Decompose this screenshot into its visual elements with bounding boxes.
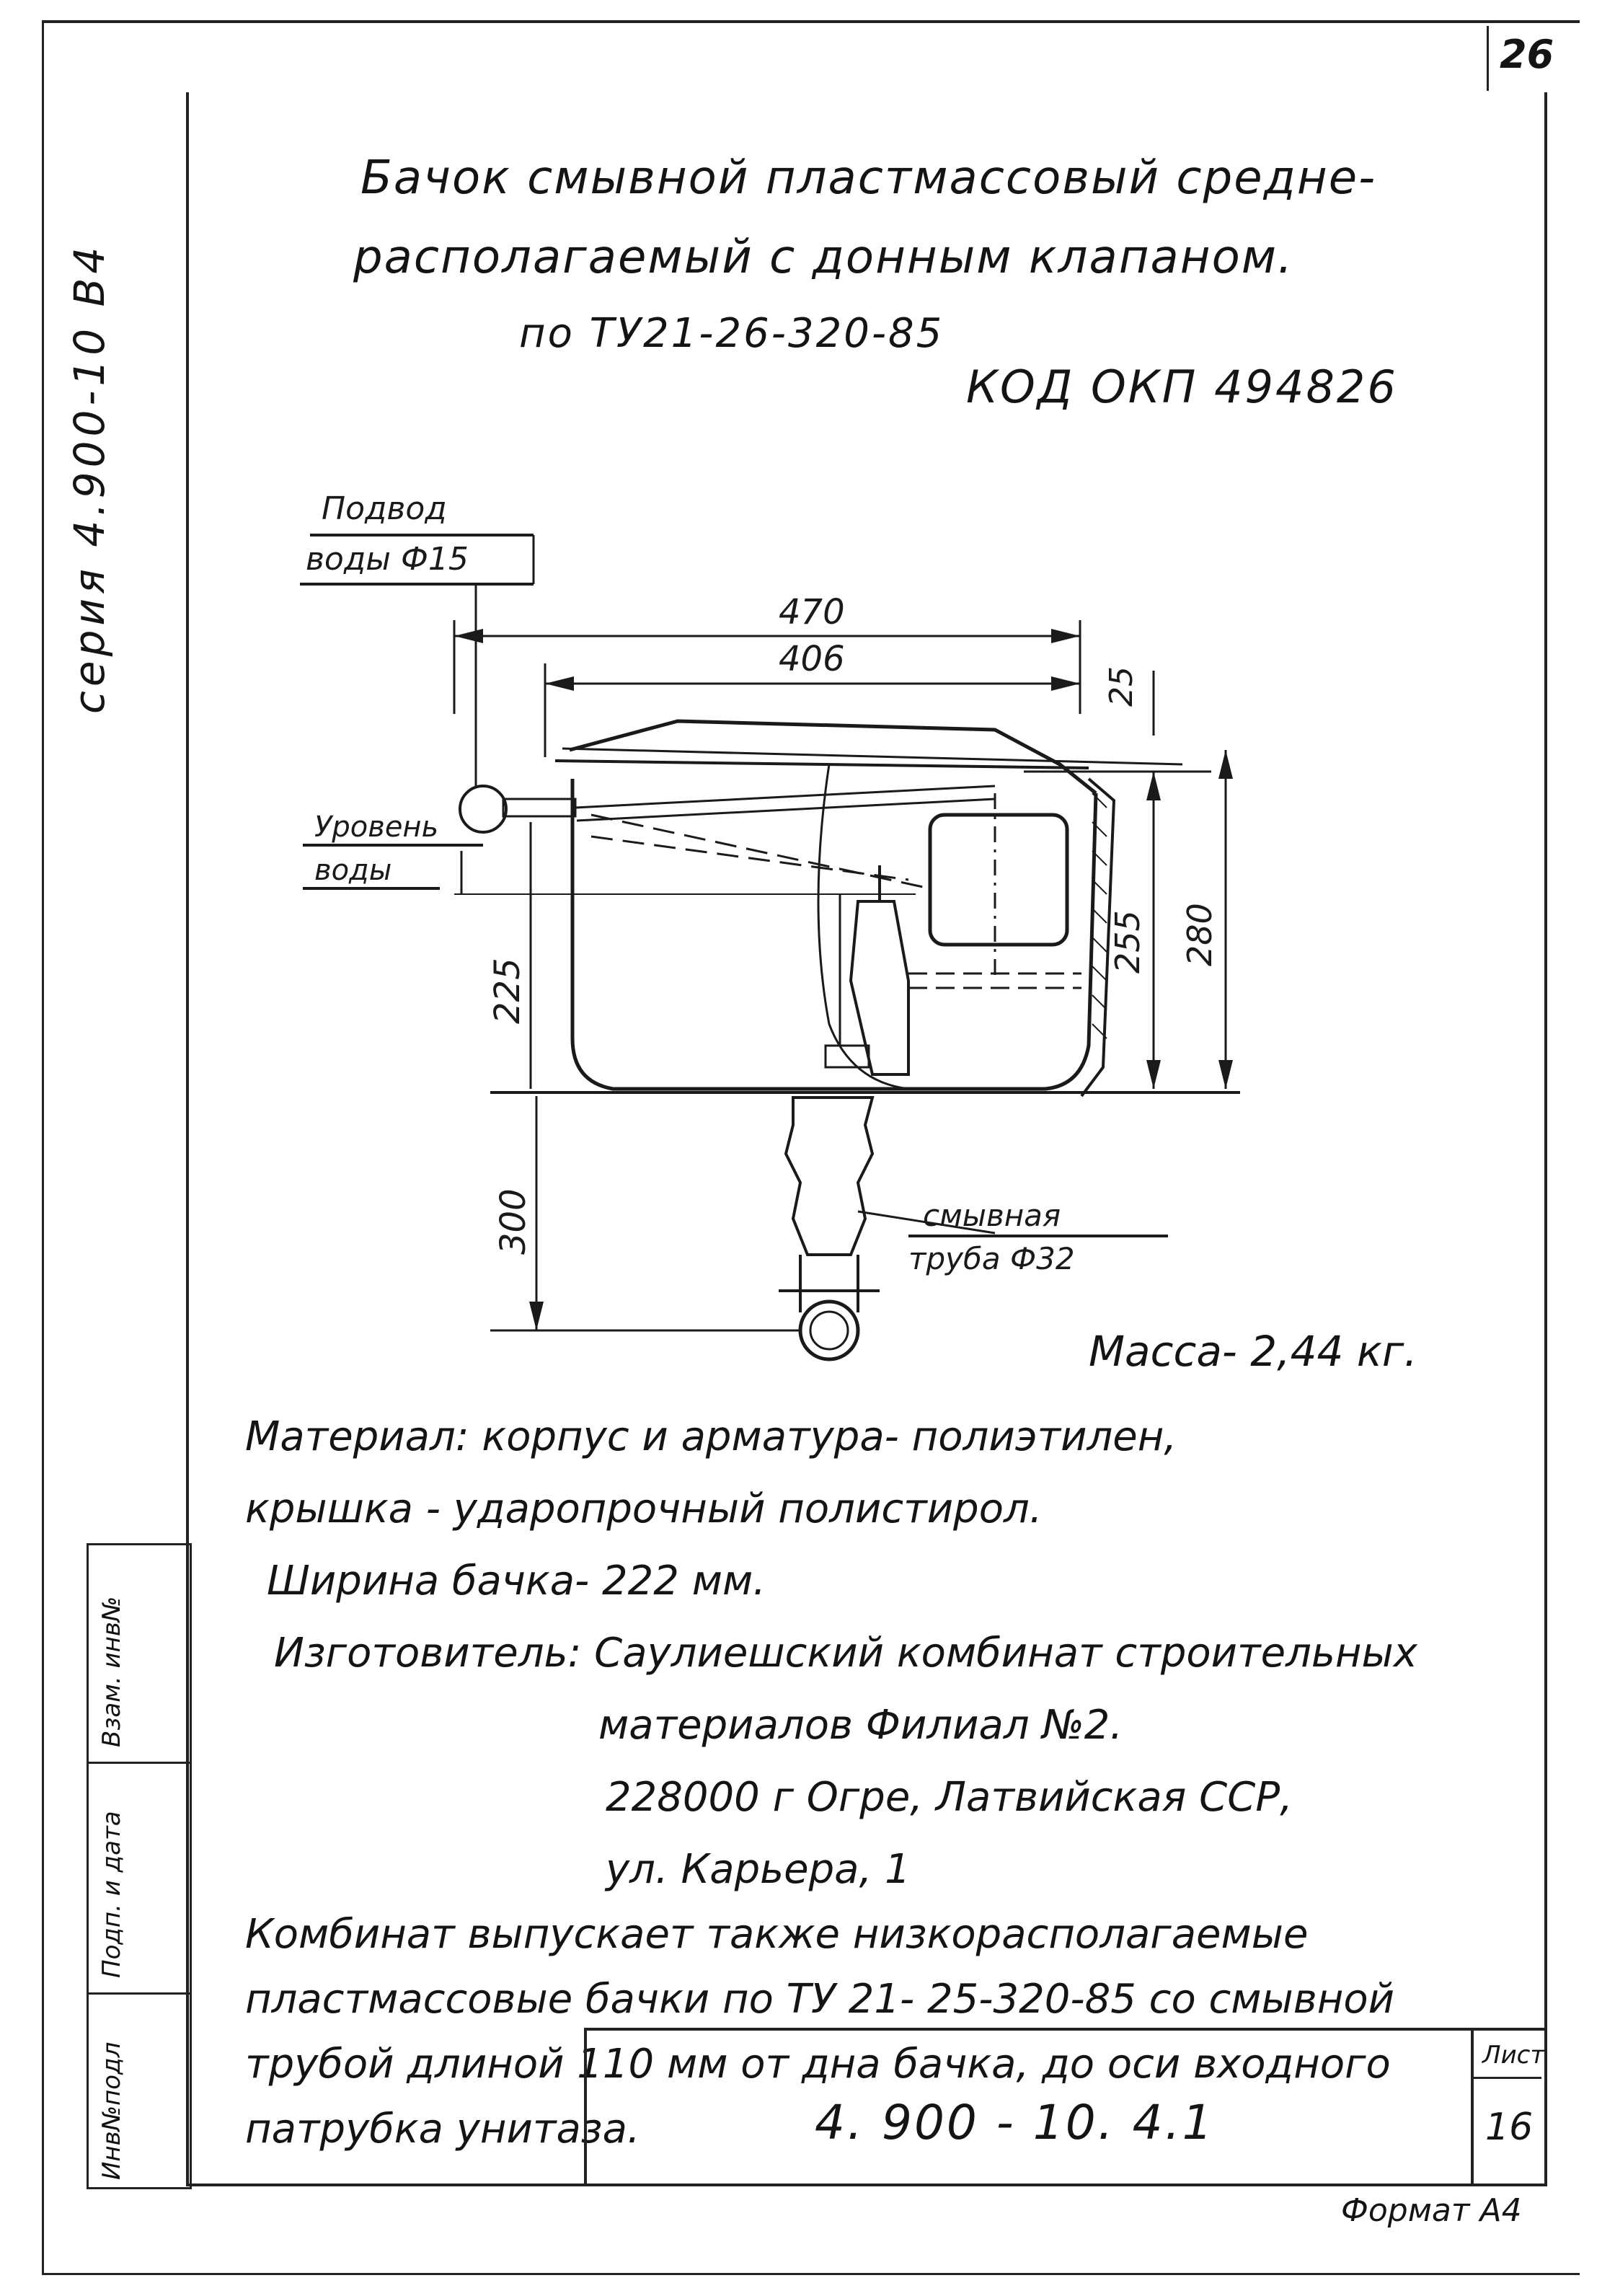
float-lever-lowered-2 bbox=[590, 835, 909, 881]
stamp-divider bbox=[89, 1992, 190, 1995]
cutaway-edge bbox=[817, 764, 909, 1090]
note-line-1: Комбинат выпускает также низкорасполагае… bbox=[245, 1911, 1309, 1958]
title-line-2: располагаемый с донным клапаном. bbox=[353, 231, 1294, 284]
pipe-outlet-inner bbox=[809, 1310, 849, 1351]
stamp-vzam-inv: Взам. инв№ bbox=[97, 1596, 126, 1747]
sheet-label: Лист bbox=[1482, 2041, 1545, 2070]
drawing-frame bbox=[186, 92, 1547, 2186]
lid-line bbox=[562, 747, 1183, 766]
valve-seat bbox=[824, 1044, 870, 1069]
dim-25: 25 bbox=[1103, 666, 1140, 707]
tank-drawing: Подвод воды Ф15 470 406 25 Уровень воды bbox=[300, 490, 1240, 1361]
dim-406: 406 bbox=[779, 639, 845, 679]
dim-300: 300 bbox=[493, 1188, 534, 1255]
manufacturer-line-1: Изготовитель: Саулиешский комбинат строи… bbox=[274, 1630, 1417, 1677]
lid-underside bbox=[554, 759, 1089, 769]
sheet-number: 16 bbox=[1485, 2106, 1534, 2149]
note-line-4: патрубка унитаза. bbox=[245, 2106, 640, 2152]
section-hatching bbox=[1092, 792, 1107, 1039]
dim-280: 280 bbox=[1180, 903, 1219, 966]
okp-code: КОД ОКП 494826 bbox=[966, 361, 1398, 413]
arrow bbox=[1146, 1060, 1161, 1089]
document-number: 4. 900 - 10. 4.1 bbox=[815, 2095, 1215, 2150]
dim-225: 225 bbox=[487, 958, 528, 1024]
dim-255: 255 bbox=[1108, 910, 1147, 973]
note-line-3: трубой длиной 110 мм от дна бачка, до ос… bbox=[245, 2041, 1391, 2088]
inlet-valve bbox=[459, 785, 508, 834]
note-line-2: пластмассовые бачки по ТУ 21- 25-320-85 … bbox=[245, 1976, 1395, 2023]
material-line-2: крышка - ударопрочный полистирол. bbox=[245, 1485, 1043, 1532]
material-line-1: Материал: корпус и арматура- полиэтилен, bbox=[245, 1413, 1177, 1460]
outer-frame bbox=[42, 20, 1580, 2275]
arrow bbox=[1051, 629, 1080, 643]
float-lever-2 bbox=[576, 798, 996, 822]
level-label-2: воды bbox=[314, 854, 391, 887]
title-line-1: Бачок смывной пластмассовый средне- bbox=[360, 151, 1377, 205]
pipe-outlet bbox=[798, 1299, 860, 1361]
approval-stamp-column: Инв№подл Подп. и дата Взам. инв№ bbox=[87, 1543, 192, 2189]
mass-label: Масса- 2,44 кг. bbox=[1089, 1327, 1417, 1376]
manufacturer-line-4: ул. Карьера, 1 bbox=[606, 1846, 911, 1893]
arrow bbox=[545, 676, 574, 691]
page-number: 26 bbox=[1500, 32, 1554, 77]
arrow bbox=[1146, 772, 1161, 800]
title-line-3: по ТУ21-26-320-85 bbox=[519, 310, 944, 357]
supply-label-2: воды Ф15 bbox=[306, 541, 469, 578]
float-lever bbox=[575, 785, 996, 809]
arrow bbox=[454, 629, 483, 643]
pipe-connector bbox=[784, 1096, 875, 1256]
tank-body bbox=[570, 779, 1098, 1091]
tank-width: Ширина бачка- 222 мм. bbox=[267, 1558, 766, 1604]
flush-valve bbox=[849, 900, 910, 1076]
lid-top bbox=[569, 719, 1097, 795]
sheet-divider bbox=[1471, 2077, 1541, 2079]
stamp-divider bbox=[89, 1762, 190, 1764]
supply-label-1: Подвод bbox=[322, 490, 447, 527]
stamp-inv-podl: Инв№подл bbox=[97, 2041, 126, 2180]
inlet-fitting bbox=[502, 798, 577, 818]
flush-pipe-label-2: труба Ф32 bbox=[908, 1241, 1075, 1276]
tank-wall-section bbox=[1080, 777, 1116, 1098]
series-label: серия 4.900-10 В4 bbox=[65, 242, 114, 714]
sheet-box bbox=[1471, 2028, 1544, 2184]
format-label: Формат А4 bbox=[1341, 2192, 1522, 2229]
flush-pipe-leader bbox=[857, 1210, 996, 1235]
arrow bbox=[1218, 1060, 1233, 1089]
float bbox=[928, 813, 1069, 947]
dim-470: 470 bbox=[779, 592, 845, 632]
float-lever-lowered bbox=[590, 813, 924, 888]
manufacturer-line-3: 228000 г Огре, Латвийская ССР, bbox=[606, 1774, 1293, 1821]
stamp-podp-data: Подп. и дата bbox=[97, 1811, 126, 1978]
arrow bbox=[529, 1302, 544, 1330]
title-block bbox=[584, 2028, 1544, 2186]
manufacturer-line-2: материалов Филиал №2. bbox=[598, 1702, 1123, 1749]
arrow bbox=[1218, 750, 1233, 779]
flush-pipe-label-1: смывная bbox=[923, 1198, 1061, 1233]
level-label-1: Уровень bbox=[314, 811, 438, 844]
arrow bbox=[1051, 676, 1080, 691]
page-number-box bbox=[1487, 26, 1557, 91]
